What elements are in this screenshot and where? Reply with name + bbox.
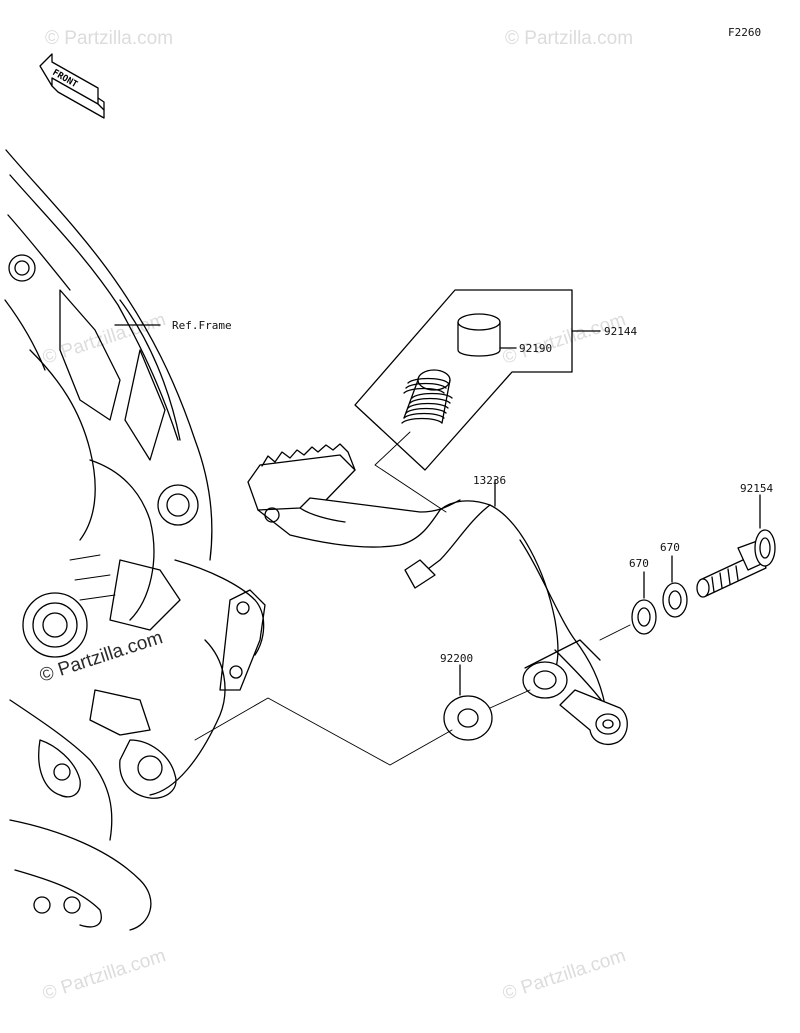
- part-number-92154: 92154: [740, 482, 773, 495]
- ref-frame-label: Ref.Frame: [172, 319, 232, 332]
- watermark-bottom-right: © Partzilla.com: [500, 945, 628, 1005]
- pin-92190: 92190: [457, 313, 552, 357]
- brake-pedal-13236: 13236: [247, 443, 628, 745]
- watermark-bottom-left: © Partzilla.com: [40, 945, 168, 1005]
- kit-leader-line: [374, 431, 447, 513]
- bolt-92154: 92154: [696, 482, 776, 598]
- washer-leader-line: [599, 624, 631, 641]
- watermark-top-left: © Partzilla.com: [45, 28, 173, 49]
- watermarks: © Partzilla.com © Partzilla.com © Partzi…: [37, 28, 633, 1005]
- install-line-pedal: [489, 689, 531, 709]
- kit-92144: 92144: [354, 289, 637, 471]
- watermark-top-right: © Partzilla.com: [505, 28, 633, 49]
- part-number-670-b: 670: [660, 541, 680, 554]
- frame-reference: Ref.Frame: [4, 149, 266, 931]
- part-number-13236: 13236: [473, 474, 506, 487]
- install-line-frame: [194, 697, 453, 766]
- washer-670-b: 670: [660, 541, 688, 618]
- washer-92200: 92200: [440, 652, 493, 741]
- spring-icon: [401, 369, 453, 424]
- watermark-mid-left: © Partzilla.com: [40, 309, 168, 369]
- diagram-code: F2260: [728, 26, 761, 39]
- part-number-92200: 92200: [440, 652, 473, 665]
- watermark-mid-right: © Partzilla.com: [500, 309, 628, 369]
- part-number-92190: 92190: [519, 342, 552, 355]
- part-number-92144: 92144: [604, 325, 637, 338]
- washer-670-a: 670: [629, 557, 657, 635]
- part-number-670-a: 670: [629, 557, 649, 570]
- front-arrow-icon: FRONT: [39, 53, 105, 119]
